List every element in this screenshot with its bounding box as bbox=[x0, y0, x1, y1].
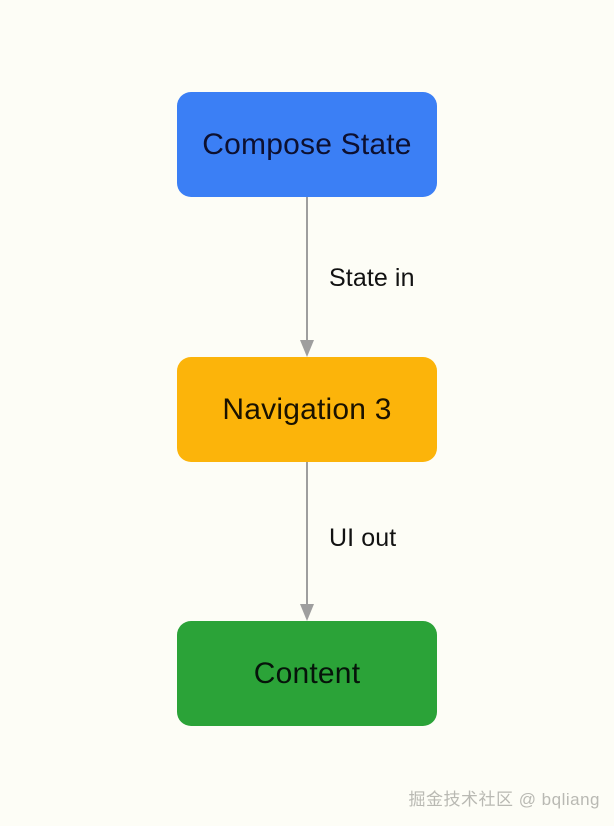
arrowhead-icon-ui-out bbox=[300, 604, 314, 621]
edge-label-state-in: State in bbox=[329, 264, 415, 292]
node-label-compose-state: Compose State bbox=[202, 127, 412, 161]
node-label-content: Content bbox=[253, 656, 361, 690]
node-content[interactable]: Content bbox=[177, 621, 437, 726]
edge-compose-state-to-navigation-3 bbox=[300, 197, 314, 357]
watermark: 掘金技术社区 @ bqliang bbox=[408, 790, 600, 809]
node-navigation-3[interactable]: Navigation 3 bbox=[177, 357, 437, 462]
arrowhead-icon-state-in bbox=[300, 340, 314, 357]
edge-navigation-3-to-content bbox=[300, 462, 314, 621]
node-compose-state[interactable]: Compose State bbox=[177, 92, 437, 197]
edge-label-ui-out: UI out bbox=[329, 524, 397, 552]
node-label-navigation-3: Navigation 3 bbox=[222, 392, 392, 426]
